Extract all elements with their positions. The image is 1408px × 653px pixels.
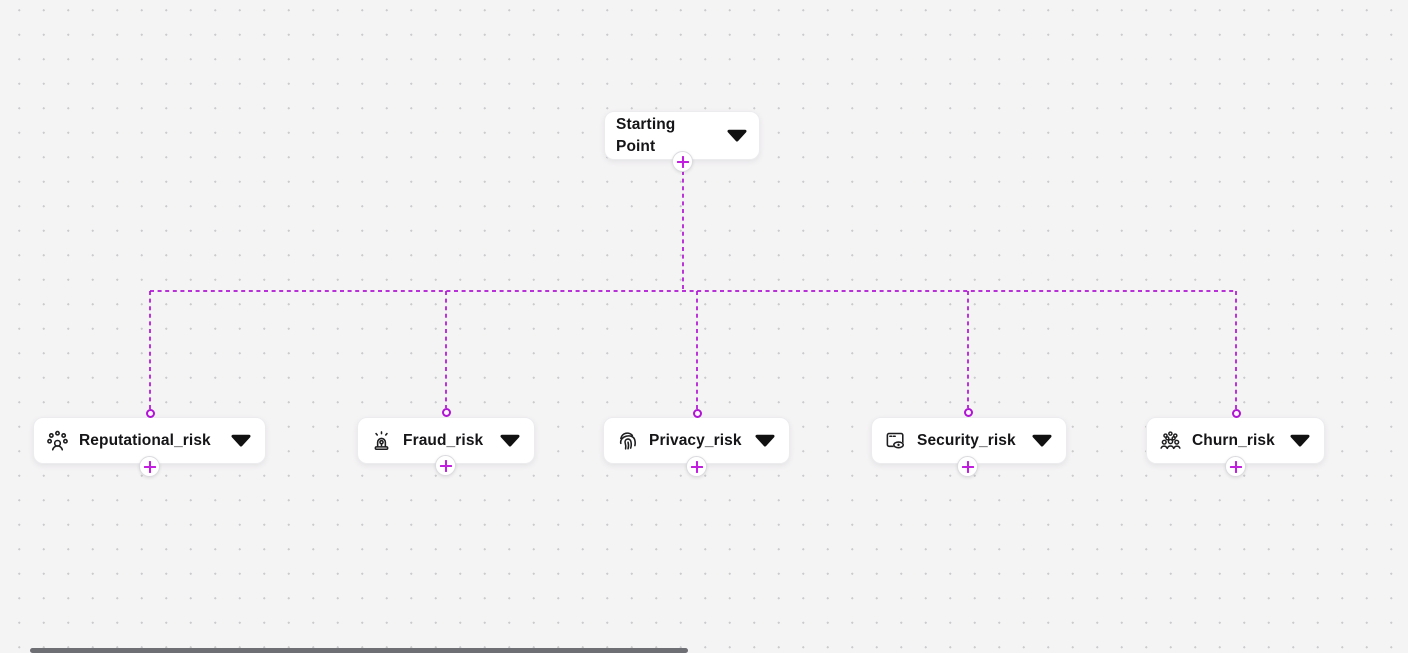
add-child-button[interactable] [139, 456, 160, 477]
caret-down-icon[interactable] [1031, 434, 1053, 447]
crowd-icon [1160, 431, 1181, 450]
connection-handle[interactable] [145, 408, 155, 418]
plus-icon [676, 155, 689, 168]
add-child-button[interactable] [686, 456, 707, 477]
horizontal-scrollbar-thumb[interactable] [30, 648, 688, 653]
node-label: Churn_risk [1192, 431, 1275, 449]
node-label: Security_risk [917, 431, 1016, 449]
connection-handle[interactable] [963, 408, 973, 417]
caret-down-icon[interactable] [499, 434, 521, 447]
connection-handle[interactable] [441, 407, 451, 417]
connection-handle[interactable] [692, 408, 702, 418]
connection-handle[interactable] [1231, 408, 1241, 418]
node-label: Reputational_risk [79, 431, 211, 449]
fingerprint-icon [619, 432, 636, 450]
plus-icon [690, 460, 703, 473]
add-child-button[interactable] [435, 455, 456, 476]
node-label: Fraud_risk [403, 431, 484, 449]
caret-down-icon[interactable] [754, 434, 776, 447]
people-network-icon [47, 430, 68, 451]
siren-icon [374, 431, 389, 451]
window-eye-icon [886, 432, 905, 449]
add-child-button[interactable] [672, 151, 693, 172]
add-child-button[interactable] [957, 456, 978, 477]
caret-down-icon[interactable] [726, 129, 748, 142]
plus-icon [143, 460, 156, 473]
node-privacy-risk[interactable]: Privacy_risk [603, 417, 790, 464]
add-child-button[interactable] [1225, 456, 1246, 477]
caret-down-icon[interactable] [1289, 434, 1311, 447]
plus-icon [961, 460, 974, 473]
node-label: Privacy_risk [649, 431, 742, 449]
node-label: Starting Point [616, 115, 676, 155]
plus-icon [439, 459, 452, 472]
caret-down-icon[interactable] [230, 434, 252, 447]
plus-icon [1229, 460, 1242, 473]
